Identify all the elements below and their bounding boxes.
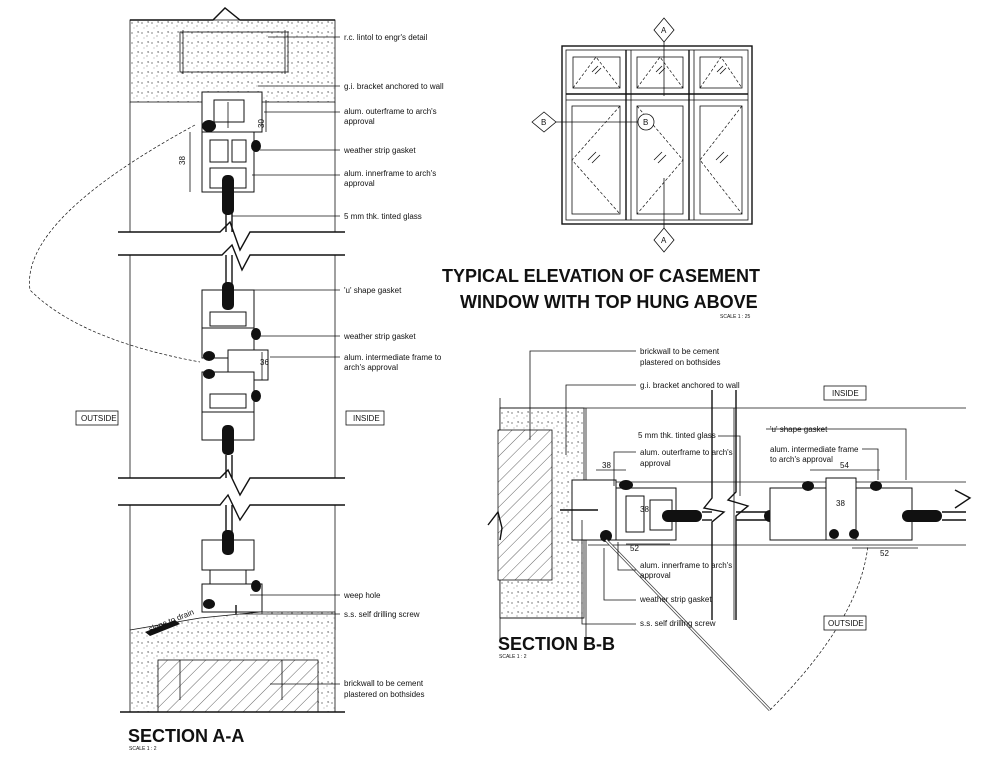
aa-note-screw: s.s. self drilling screw xyxy=(344,610,420,619)
aa-outside-label: OUTSIDE xyxy=(81,414,117,423)
section-bb-leaders xyxy=(529,350,907,625)
section-aa-scale: SCALE 1 : 2 xyxy=(129,746,157,752)
aa-inside-label: INSIDE xyxy=(353,414,380,423)
bb-inside-label: INSIDE xyxy=(832,389,859,398)
bb-note-screw: s.s. self drilling screw xyxy=(640,619,716,628)
bb-dim-38a: 38 xyxy=(602,461,611,470)
bb-note-intermediate: alum. intermediate frame xyxy=(770,445,859,454)
bb-dim-52b: 52 xyxy=(880,549,889,558)
bb-note-brickwall-2: plastered on bothsides xyxy=(640,358,721,367)
bb-note-weatherstrip: weather strip gasket xyxy=(639,595,712,604)
bb-dim-52a: 52 xyxy=(630,544,639,553)
aa-note-u-gasket: 'u' shape gasket xyxy=(344,286,402,295)
bb-note-outerframe-2: approval xyxy=(640,459,671,468)
aa-note-weephole: weep hole xyxy=(343,591,381,600)
bb-note-brickwall: brickwall to be cement xyxy=(640,347,720,356)
aa-note-lintel: r.c. lintol to engr's detail xyxy=(344,33,428,42)
aa-note-brickwall-2: plastered on bothsides xyxy=(344,690,425,699)
elev-marker-a-bottom: A xyxy=(661,236,667,245)
aa-note-intermediate-2: arch's approval xyxy=(344,363,398,372)
bb-note-innerframe: alum. innerframe to arch's xyxy=(640,561,732,570)
section-aa-title: SECTION A-A xyxy=(128,726,244,746)
aa-note-glass: 5 mm thk. tinted glass xyxy=(344,212,422,221)
elev-marker-b-left: B xyxy=(541,118,546,127)
aa-note-innerframe: alum. innerframe to arch's xyxy=(344,169,436,178)
bb-note-bracket: g.i. bracket anchored to wall xyxy=(640,381,740,390)
aa-note-bracket: g.i. bracket anchored to wall xyxy=(344,82,444,91)
bb-note-innerframe-2: approval xyxy=(640,571,671,580)
aa-note-weatherstrip-2: weather strip gasket xyxy=(343,332,416,341)
section-bb-title: SECTION B-B xyxy=(498,634,615,654)
aa-note-outerframe-2: approval xyxy=(344,117,375,126)
section-bb-scale: SCALE 1 : 2 xyxy=(499,654,527,660)
bb-note-u-gasket: 'u' shape gasket xyxy=(770,425,828,434)
aa-slope-label: slope to drain xyxy=(147,608,195,634)
bb-outside-label: OUTSIDE xyxy=(828,619,864,628)
aa-note-brickwall: brickwall to be cement xyxy=(344,679,424,688)
lintel-bracket xyxy=(179,31,289,73)
elevation-title-line2: WINDOW WITH TOP HUNG ABOVE xyxy=(460,292,758,312)
bb-note-intermediate-2: to arch's approval xyxy=(770,455,833,464)
elevation-title-line1: TYPICAL ELEVATION OF CASEMENT xyxy=(442,266,760,286)
bb-dim-38c: 38 xyxy=(836,499,845,508)
aa-dim-30: 30 xyxy=(257,119,266,128)
section-aa-drawing xyxy=(29,7,345,713)
elevation-scale: SCALE 1 : 25 xyxy=(720,314,751,320)
sill-brickwall xyxy=(157,659,319,713)
window-elevation xyxy=(531,17,753,253)
aa-note-innerframe-2: approval xyxy=(344,179,375,188)
swing-arc xyxy=(29,124,201,363)
aa-note-outerframe: alum. outerframe to arch's xyxy=(344,107,437,116)
elev-marker-a-top: A xyxy=(661,26,667,35)
section-aa-leaders xyxy=(232,36,340,685)
aa-dim-38: 38 xyxy=(178,156,187,165)
bb-note-glass: 5 mm thk. tinted glass xyxy=(638,431,716,440)
aa-dim-36: 36 xyxy=(260,358,269,367)
elev-marker-b-right: B xyxy=(643,118,648,127)
section-bb-drawing xyxy=(487,350,972,712)
rc-lintel xyxy=(129,19,336,103)
aa-note-intermediate: alum. intermediate frame to xyxy=(344,353,442,362)
aa-note-weatherstrip: weather strip gasket xyxy=(343,146,416,155)
bb-dim-38b: 38 xyxy=(640,505,649,514)
bb-dim-54: 54 xyxy=(840,461,849,470)
bb-note-outerframe: alum. outerframe to arch's xyxy=(640,448,733,457)
